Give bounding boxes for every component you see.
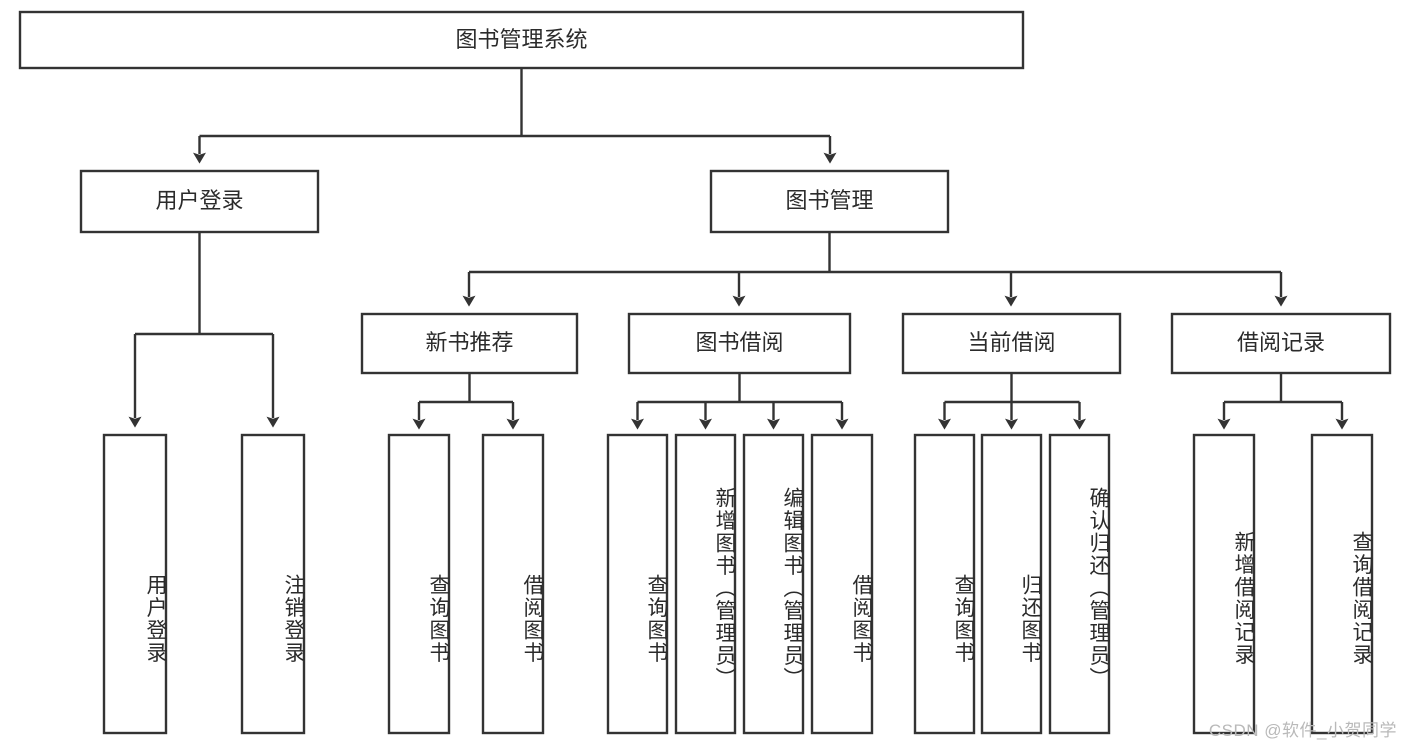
leaf-box-user-login[interactable] bbox=[102, 433, 168, 735]
node-root[interactable]: 图书管理系统 bbox=[18, 10, 1025, 70]
node-current-borrow-label: 当前借阅 bbox=[967, 330, 1055, 355]
connector-root-to-level2 bbox=[193, 68, 837, 164]
connector-book-manage-to-level3 bbox=[462, 232, 1288, 307]
leaf-box-query-book-1[interactable] bbox=[387, 433, 451, 735]
leaf-box-edit-book[interactable] bbox=[742, 433, 805, 735]
leaf-box-add-book[interactable] bbox=[674, 433, 737, 735]
node-borrow-record-label: 借阅记录 bbox=[1237, 330, 1325, 355]
node-book-manage-label: 图书管理 bbox=[785, 188, 873, 213]
node-book-borrow-label: 图书借阅 bbox=[695, 330, 783, 355]
leaf-box-add-record[interactable] bbox=[1192, 433, 1256, 735]
node-new-book-rec-label: 新书推荐 bbox=[425, 330, 513, 355]
leaf-box-query-record[interactable] bbox=[1310, 433, 1374, 735]
connector-borrow-record-to-leaves bbox=[1217, 373, 1349, 430]
connector-new-book-rec-to-leaves bbox=[412, 373, 520, 430]
connector-current-borrow-to-leaves bbox=[938, 373, 1086, 430]
leaf-box-borrow-book-2[interactable] bbox=[810, 433, 874, 735]
node-borrow-record[interactable]: 借阅记录 bbox=[1170, 312, 1392, 375]
node-root-label: 图书管理系统 bbox=[455, 27, 587, 52]
connector-user-login-to-leaves bbox=[128, 232, 280, 428]
leaf-box-confirm-return[interactable] bbox=[1048, 433, 1111, 735]
leaf-box-query-book-3[interactable] bbox=[913, 433, 976, 735]
node-current-borrow[interactable]: 当前借阅 bbox=[901, 312, 1122, 375]
node-book-manage[interactable]: 图书管理 bbox=[709, 169, 950, 234]
node-user-login-label: 用户登录 bbox=[155, 188, 243, 213]
leaf-box-borrow-book-1[interactable] bbox=[481, 433, 545, 735]
leaf-box-query-book-2[interactable] bbox=[606, 433, 669, 735]
node-user-login[interactable]: 用户登录 bbox=[79, 169, 320, 234]
node-new-book-rec[interactable]: 新书推荐 bbox=[360, 312, 579, 375]
leaf-box-logout[interactable] bbox=[240, 433, 306, 735]
leaf-box-return-book[interactable] bbox=[980, 433, 1043, 735]
connector-book-borrow-to-leaves bbox=[631, 373, 849, 430]
csdn-watermark: CSDN @软件_小贺同学 bbox=[1208, 721, 1397, 740]
node-book-borrow[interactable]: 图书借阅 bbox=[627, 312, 852, 375]
